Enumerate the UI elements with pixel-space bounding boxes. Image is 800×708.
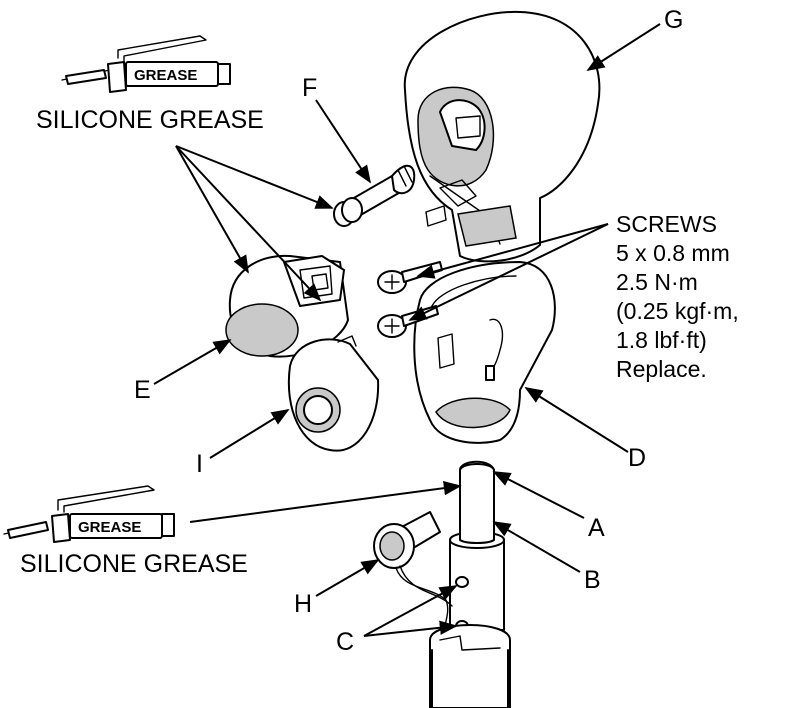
screw-spec-block: SCREWS 5 x 0.8 mm 2.5 N·m (0.25 kgf·m, 1…	[616, 211, 739, 382]
screw-spec-line: SCREWS	[616, 211, 717, 237]
leader-lines	[153, 23, 661, 637]
pin-and-spring	[333, 165, 416, 227]
screw-spec-line: 1.8 lbf·ft)	[616, 327, 707, 353]
callout-c: C	[336, 628, 354, 656]
callout-f: F	[302, 74, 317, 102]
callout-a: A	[588, 514, 605, 542]
screw-spec-line: 5 x 0.8 mm	[616, 240, 730, 266]
screw-spec-line: Replace.	[616, 356, 707, 382]
callout-i: I	[196, 450, 203, 478]
shift-lever-shaft	[429, 460, 511, 708]
grease-tube-label-bottom: GREASE	[78, 519, 141, 536]
screw-spec-line: (0.25 kgf·m,	[616, 298, 739, 324]
callout-h: H	[294, 590, 312, 618]
switch-connector	[373, 511, 453, 631]
silicone-grease-label-bottom: SILICONE GREASE	[20, 550, 248, 578]
knob-top-shell	[403, 10, 601, 263]
button-cover	[287, 335, 380, 452]
screw-spec-line: 2.5 N·m	[616, 269, 698, 295]
button-assembly	[225, 254, 349, 358]
callout-g: G	[664, 6, 683, 34]
grease-tube-icon-top: GREASE	[61, 35, 231, 93]
silicone-grease-label-top: SILICONE GREASE	[36, 106, 264, 134]
callout-b: B	[584, 566, 601, 594]
callout-d: D	[628, 444, 646, 472]
callout-e: E	[134, 376, 151, 404]
grease-tube-icon-bottom: GREASE	[3, 485, 175, 543]
grease-tube-label: GREASE	[134, 67, 197, 84]
knob-lower-shell	[413, 261, 556, 444]
